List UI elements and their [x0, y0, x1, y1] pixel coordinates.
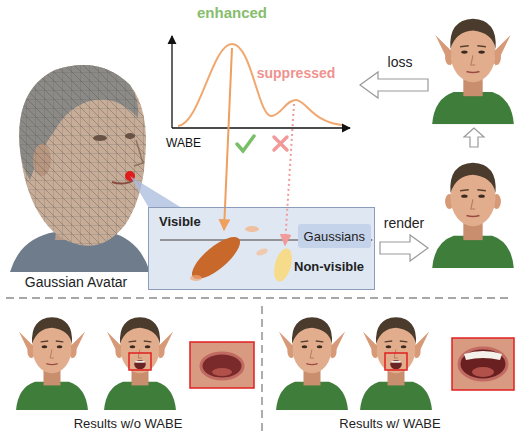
panel-label: Non-visible	[294, 259, 364, 275]
zoom-box	[190, 342, 254, 388]
separator	[261, 306, 262, 432]
y-axis	[171, 36, 172, 128]
label-holder: Results w/o WABE	[74, 414, 183, 432]
check-mark	[237, 136, 254, 151]
zoom-box	[452, 338, 514, 390]
gaussian	[190, 275, 202, 281]
figure-caption: Gaussian Avatar	[25, 274, 127, 291]
rendered-face	[432, 163, 514, 268]
mouth-crop	[190, 342, 254, 388]
arrow-label: render	[384, 215, 424, 232]
axis-label: WABE	[166, 136, 201, 150]
gaussian-nonvisible	[271, 247, 295, 284]
crop-tongue	[472, 367, 494, 377]
crop-teeth	[464, 351, 502, 360]
crop-skin	[190, 342, 254, 388]
label-holder: Results w/ WABE	[339, 414, 440, 432]
label-holder: render	[384, 214, 424, 232]
crop-mouth	[201, 353, 243, 379]
crop-skin	[452, 338, 514, 390]
gaussian	[245, 226, 259, 232]
suppress-arrow	[285, 104, 294, 245]
panel-fill	[148, 207, 375, 290]
plot-annotation: suppressed	[257, 65, 336, 82]
zoom-box	[385, 353, 407, 370]
result-face	[276, 317, 348, 410]
x-axis	[172, 127, 350, 128]
figure-caption: Results w/ WABE	[339, 416, 440, 432]
label-holder: enhanced	[197, 4, 267, 22]
text-holder: Visible	[159, 212, 201, 230]
up-arrow	[464, 128, 484, 147]
mouth-crop	[452, 338, 514, 390]
target-face	[432, 19, 514, 124]
label-holder: WABE	[166, 133, 201, 151]
box-label: Gaussians	[304, 229, 365, 245]
label-holder: loss	[388, 53, 413, 71]
crop-tongue	[212, 368, 232, 376]
result-face	[360, 317, 432, 410]
plot-annotation: enhanced	[197, 4, 267, 22]
mesh-overlay	[0, 50, 160, 280]
panel-label: Visible	[159, 214, 201, 230]
mesh-avatar	[0, 50, 160, 280]
cross-mark	[274, 137, 287, 150]
enhance-arrow	[224, 48, 232, 230]
crop-mouth	[459, 348, 507, 380]
result-face	[16, 317, 88, 410]
figure-caption: Results w/o WABE	[74, 416, 183, 432]
gaussian-panel: VisibleNon-visible Gaussians	[148, 207, 375, 290]
text-holder: Non-visible	[294, 257, 364, 275]
separator	[6, 297, 512, 298]
label-holder: Gaussian Avatar	[25, 273, 127, 291]
gaussian-visible	[186, 230, 246, 285]
result-face	[104, 317, 176, 410]
zoom-wedge	[130, 176, 182, 208]
gaussians-box: Gaussians	[298, 224, 371, 248]
label-holder: suppressed	[257, 64, 336, 82]
arrow-label: loss	[388, 54, 413, 71]
zoom-box	[129, 353, 151, 370]
wabe-curve	[178, 44, 342, 126]
loss-arrow	[360, 72, 428, 98]
render-arrow	[380, 235, 428, 261]
gaussian	[255, 247, 268, 257]
